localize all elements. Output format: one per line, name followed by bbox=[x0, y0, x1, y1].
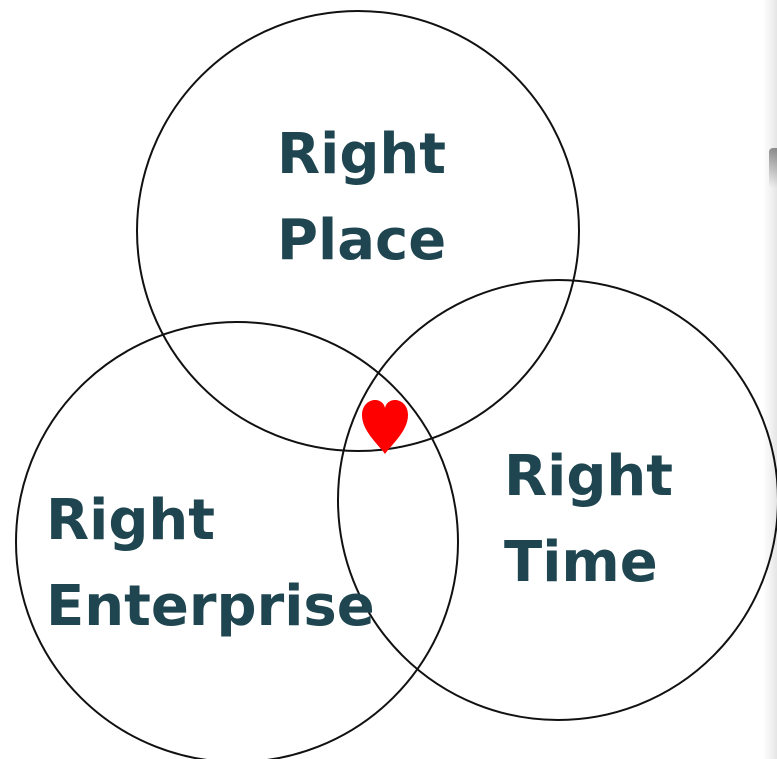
circle-right-time bbox=[337, 279, 777, 721]
circle-right-place bbox=[136, 10, 580, 452]
label-right-enterprise-line2: Enterprise bbox=[46, 574, 375, 639]
label-right-time-line2: Time bbox=[504, 530, 658, 595]
label-right-place-line2: Place bbox=[277, 208, 447, 273]
label-right-place: Right Place bbox=[277, 112, 446, 284]
circle-right-enterprise bbox=[15, 321, 459, 759]
heart-icon bbox=[362, 400, 408, 454]
label-right-time: Right Time bbox=[504, 434, 673, 606]
label-right-enterprise: Right Enterprise bbox=[46, 478, 375, 650]
label-right-enterprise-line1: Right bbox=[46, 488, 216, 553]
page-edge-mark bbox=[769, 148, 777, 188]
page-edge-shadow bbox=[763, 0, 777, 759]
label-right-time-line1: Right bbox=[504, 444, 674, 509]
label-right-place-line1: Right bbox=[277, 122, 447, 187]
